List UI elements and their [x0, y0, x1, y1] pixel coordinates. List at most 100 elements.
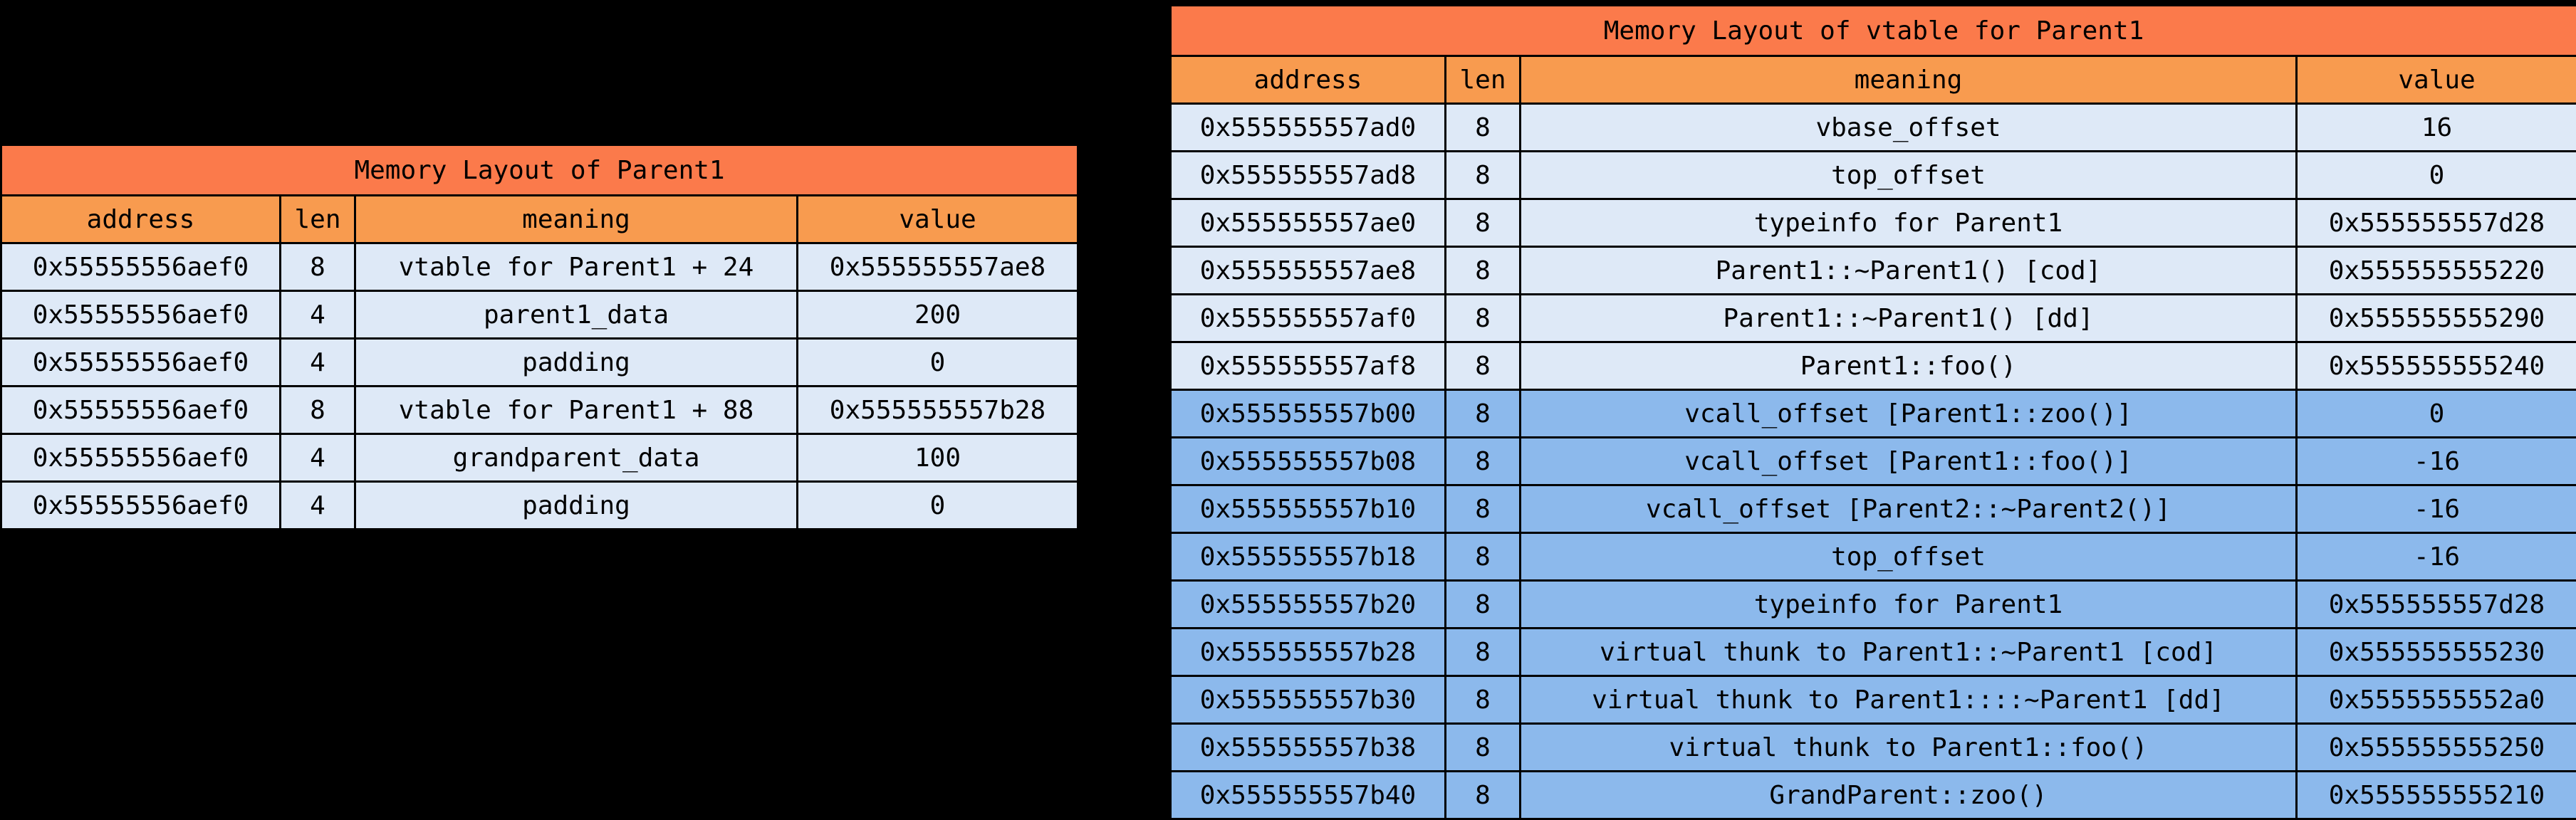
cell-address: 0x555555557b30 — [1171, 676, 1446, 724]
cell-len: 8 — [1446, 342, 1521, 390]
cell-len: 8 — [1446, 152, 1521, 199]
cell-meaning: grandparent_data — [355, 434, 798, 482]
cell-value: 0 — [798, 482, 1078, 530]
cell-len: 4 — [281, 291, 355, 339]
cell-value: 0x555555555240 — [2297, 342, 2576, 390]
cell-len: 4 — [281, 482, 355, 530]
cell-meaning: padding — [355, 482, 798, 530]
cell-len: 8 — [1446, 629, 1521, 676]
cell-value: 0x555555555290 — [2297, 295, 2576, 342]
cell-address: 0x555555557af8 — [1171, 342, 1446, 390]
cell-address: 0x555555557b10 — [1171, 485, 1446, 533]
cell-len: 8 — [1446, 533, 1521, 581]
cell-value: -16 — [2297, 438, 2576, 485]
cell-meaning: typeinfo for Parent1 — [1521, 199, 2297, 247]
cell-meaning: virtual thunk to Parent1::~Parent1 [cod] — [1521, 629, 2297, 676]
cell-address: 0x55555556aef0 — [1, 291, 281, 339]
cell-len: 8 — [1446, 772, 1521, 819]
cell-len: 8 — [1446, 676, 1521, 724]
cell-value: 0x555555557d28 — [2297, 199, 2576, 247]
cell-address: 0x555555557ae8 — [1171, 247, 1446, 295]
column-header-address: address — [1, 196, 281, 243]
cell-len: 8 — [281, 243, 355, 291]
cell-address: 0x55555556aef0 — [1, 387, 281, 434]
table-header-row: address len meaning value — [1, 196, 1078, 243]
cell-meaning: padding — [355, 339, 798, 387]
column-header-address: address — [1171, 56, 1446, 104]
cell-address: 0x55555556aef0 — [1, 339, 281, 387]
cell-meaning: GrandParent::zoo() — [1521, 772, 2297, 819]
column-header-len: len — [1446, 56, 1521, 104]
cell-value: -16 — [2297, 485, 2576, 533]
cell-len: 8 — [1446, 199, 1521, 247]
cell-meaning: virtual thunk to Parent1::foo() — [1521, 724, 2297, 772]
column-header-value: value — [2297, 56, 2576, 104]
cell-address: 0x555555557ad0 — [1171, 104, 1446, 152]
table-title-row: Memory Layout of vtable for Parent1 — [1171, 6, 2576, 56]
column-header-meaning: meaning — [355, 196, 798, 243]
cell-meaning: top_offset — [1521, 533, 2297, 581]
cell-address: 0x555555557ad8 — [1171, 152, 1446, 199]
column-header-len: len — [281, 196, 355, 243]
cell-meaning: top_offset — [1521, 152, 2297, 199]
cell-value: 0x555555555210 — [2297, 772, 2576, 819]
cell-address: 0x555555557b08 — [1171, 438, 1446, 485]
cell-value: -16 — [2297, 533, 2576, 581]
cell-meaning: vbase_offset — [1521, 104, 2297, 152]
cell-len: 8 — [281, 387, 355, 434]
cell-len: 8 — [1446, 104, 1521, 152]
cell-value: 0 — [798, 339, 1078, 387]
column-header-meaning: meaning — [1521, 56, 2297, 104]
column-header-value: value — [798, 196, 1078, 243]
cell-address: 0x555555557ae0 — [1171, 199, 1446, 247]
cell-value: 0 — [2297, 390, 2576, 438]
table-title: Memory Layout of vtable for Parent1 — [1171, 6, 2576, 56]
cell-len: 8 — [1446, 724, 1521, 772]
cell-len: 8 — [1446, 485, 1521, 533]
cell-value: 0x555555557ae8 — [798, 243, 1078, 291]
cell-len: 8 — [1446, 247, 1521, 295]
cell-address: 0x555555557b18 — [1171, 533, 1446, 581]
cell-value: 0x555555557b28 — [798, 387, 1078, 434]
cell-address: 0x555555557af0 — [1171, 295, 1446, 342]
cell-address: 0x555555557b00 — [1171, 390, 1446, 438]
table-title-row: Memory Layout of Parent1 — [1, 145, 1078, 196]
memory-layout-parent1-table: Memory Layout of Parent1 address len mea… — [0, 144, 1079, 530]
cell-meaning: virtual thunk to Parent1::::~Parent1 [dd… — [1521, 676, 2297, 724]
cell-len: 8 — [1446, 295, 1521, 342]
cell-len: 4 — [281, 339, 355, 387]
cell-address: 0x555555557b38 — [1171, 724, 1446, 772]
cell-value: 0 — [2297, 152, 2576, 199]
memory-layout-vtable-parent1-table: Memory Layout of vtable for Parent1 addr… — [1169, 4, 2576, 820]
cell-meaning: vtable for Parent1 + 88 — [355, 387, 798, 434]
cell-value: 200 — [798, 291, 1078, 339]
cell-address: 0x55555556aef0 — [1, 482, 281, 530]
cell-value: 100 — [798, 434, 1078, 482]
cell-address: 0x555555557b20 — [1171, 581, 1446, 629]
cell-value: 16 — [2297, 104, 2576, 152]
cell-meaning: Parent1::foo() — [1521, 342, 2297, 390]
cell-meaning: Parent1::~Parent1() [cod] — [1521, 247, 2297, 295]
cell-meaning: vcall_offset [Parent1::foo()] — [1521, 438, 2297, 485]
cell-len: 8 — [1446, 581, 1521, 629]
cell-meaning: parent1_data — [355, 291, 798, 339]
